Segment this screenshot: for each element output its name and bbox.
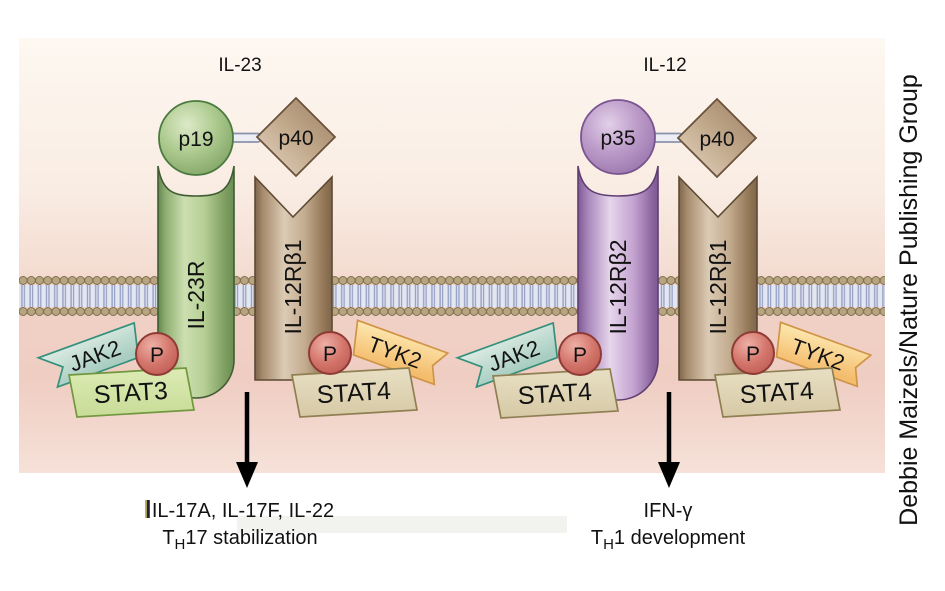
il12rb1-right-receptor-shape: [678, 175, 758, 381]
phospho-right-1: P: [558, 332, 602, 376]
p40-left-diamond: [255, 96, 337, 178]
il12-outcome-line2: TH1 development: [591, 527, 746, 553]
il12-title: IL-12: [643, 55, 686, 76]
il23-title: IL-23: [218, 55, 261, 76]
phospho-left-2: P: [308, 331, 352, 375]
phospho-left-1-label: P: [150, 344, 164, 367]
il23-th-sub: H: [175, 536, 186, 553]
stat4-il12-right-label: STAT4: [739, 377, 815, 409]
il23-signal-arrow: [236, 392, 258, 488]
il23-outcome-line2: TH17 stabilization: [162, 527, 317, 553]
il12rb1-left-receptor-shape: [254, 174, 333, 381]
artist-credit: Debbie Maizels/Nature Publishing Group: [895, 74, 923, 526]
stat4-il12-right-shape: [713, 367, 842, 418]
il12rb1-left-label: IL-12Rβ1: [280, 239, 306, 334]
phospho-left-1: P: [135, 332, 179, 376]
phospho-right-2: P: [731, 331, 775, 375]
il12-th-rest: 1 development: [614, 527, 746, 549]
phospho-right-1-label: P: [573, 344, 587, 367]
il12-signal-arrow: [658, 392, 680, 488]
il23-th-rest: 17 stabilization: [185, 527, 317, 549]
il12-th-prefix: T: [591, 527, 603, 549]
il23-subunit-linker: [229, 132, 261, 143]
il12rb1-right-label: IL-12Rβ1: [705, 239, 731, 334]
stat4-il23-label: STAT4: [316, 377, 392, 409]
scan-watermark-band: [237, 516, 567, 533]
il12rb2-label: IL-12Rβ2: [605, 239, 631, 334]
stat4-il23-shape: [290, 367, 419, 418]
il23-th-prefix: T: [162, 527, 174, 549]
scan-artifact: [145, 500, 150, 518]
p40-left-label: p40: [278, 127, 313, 150]
phospho-right-2-label: P: [746, 343, 760, 366]
p19-label: p19: [178, 128, 213, 151]
p40-right-label: p40: [699, 128, 734, 151]
phospho-left-2-label: P: [323, 343, 337, 366]
stat3-label: STAT3: [93, 377, 169, 409]
stat4-il12-left-label: STAT4: [517, 378, 593, 410]
p19-subunit-sphere: [158, 100, 234, 176]
p40-right-diamond: [676, 97, 758, 179]
il12-th-sub: H: [603, 536, 614, 553]
il23-outcome-line1: IL-17A, IL-17F, IL-22: [152, 500, 334, 522]
il12-outcome-line1: IFN-γ: [644, 500, 693, 522]
p35-subunit-sphere: [580, 99, 656, 175]
il23r-label: IL-23R: [183, 260, 209, 329]
p35-label: p35: [600, 127, 635, 150]
